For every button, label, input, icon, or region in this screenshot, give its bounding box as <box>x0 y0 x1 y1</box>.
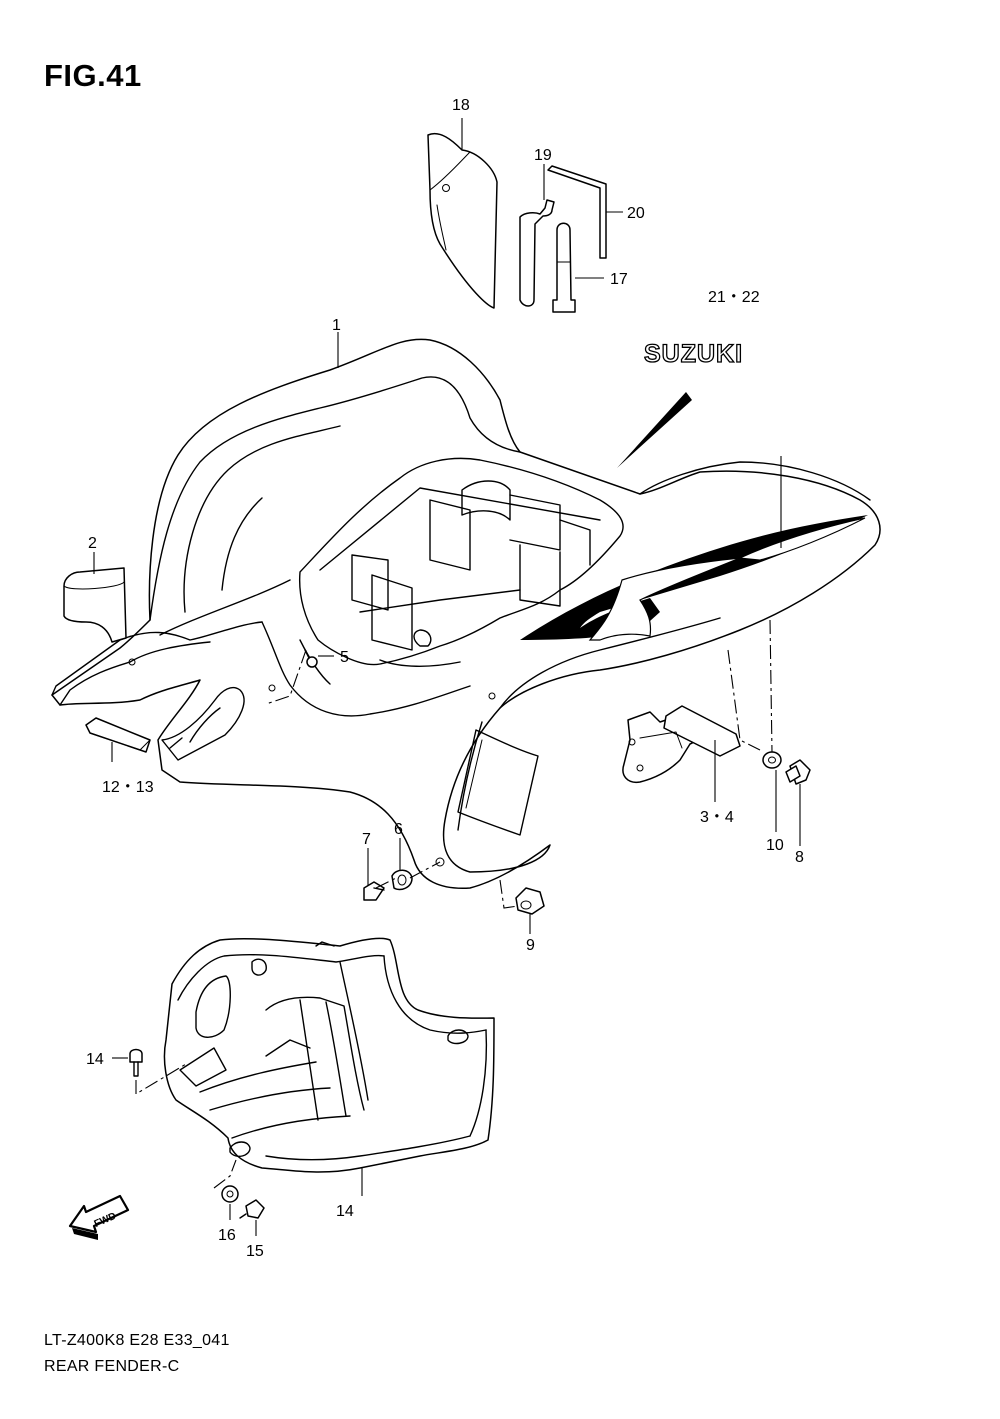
callout-8: 8 <box>795 849 804 866</box>
callout-7: 7 <box>362 831 371 848</box>
callout-9: 9 <box>526 937 535 954</box>
assembly-lines <box>135 619 773 1189</box>
callout-5: 5 <box>340 649 349 666</box>
callout-2: 2 <box>88 535 97 552</box>
part-14-screw-lower <box>239 1199 265 1219</box>
callout-11: 12・13 <box>102 779 154 796</box>
callout-15: 16 <box>218 1227 236 1244</box>
part-8-bolt <box>785 759 811 785</box>
leader-lines <box>93 118 801 1236</box>
part-6-grommet <box>391 869 413 891</box>
part-3-4-bracket <box>622 705 741 784</box>
callout-3-4: 3・4 <box>700 809 734 826</box>
fwd-arrow-icon: FWD <box>68 1194 130 1240</box>
callout-1: 1 <box>332 317 341 334</box>
callout-14-upper: 14 <box>86 1051 104 1068</box>
callout-20: 21・22 <box>708 289 760 306</box>
part-12-13-mudguard <box>163 937 495 1173</box>
part-17-cover <box>427 133 498 309</box>
callout-17: 18 <box>452 97 470 114</box>
part-20-emblem: SUZUKI <box>643 339 743 368</box>
part-15-washer <box>221 1185 239 1203</box>
callout-labels: 18 19 20 17 21・22 1 2 5 12・13 3・4 10 8 7… <box>86 97 804 1260</box>
callout-10: 10 <box>766 837 784 854</box>
part-10-washer <box>762 751 782 769</box>
callout-18: 19 <box>534 147 552 164</box>
part-7-screw <box>363 881 385 901</box>
figure-title: FIG.41 <box>44 58 142 93</box>
part-19-hex-key <box>547 165 607 259</box>
callout-6: 6 <box>394 821 403 838</box>
pointer-wedge <box>617 392 692 468</box>
drawing-code: LT-Z400K8 E28 E33_041 <box>44 1332 230 1349</box>
part-18-wrench <box>519 199 555 307</box>
section-name: REAR FENDER-C <box>44 1358 180 1375</box>
part-9-nut <box>515 887 545 915</box>
emblem-text: SUZUKI <box>644 340 743 368</box>
part-1-rear-fender <box>51 338 881 889</box>
part-14-screw-upper <box>129 1048 143 1077</box>
part-16-socket <box>552 222 576 313</box>
callout-12-13: 14 <box>336 1203 354 1220</box>
part-11-sponge <box>85 717 151 753</box>
part-5-screw <box>304 649 318 668</box>
callout-19: 20 <box>627 205 645 222</box>
callout-14-lower: 15 <box>246 1243 264 1260</box>
callout-16: 17 <box>610 271 628 288</box>
part-2-pad <box>63 567 127 643</box>
